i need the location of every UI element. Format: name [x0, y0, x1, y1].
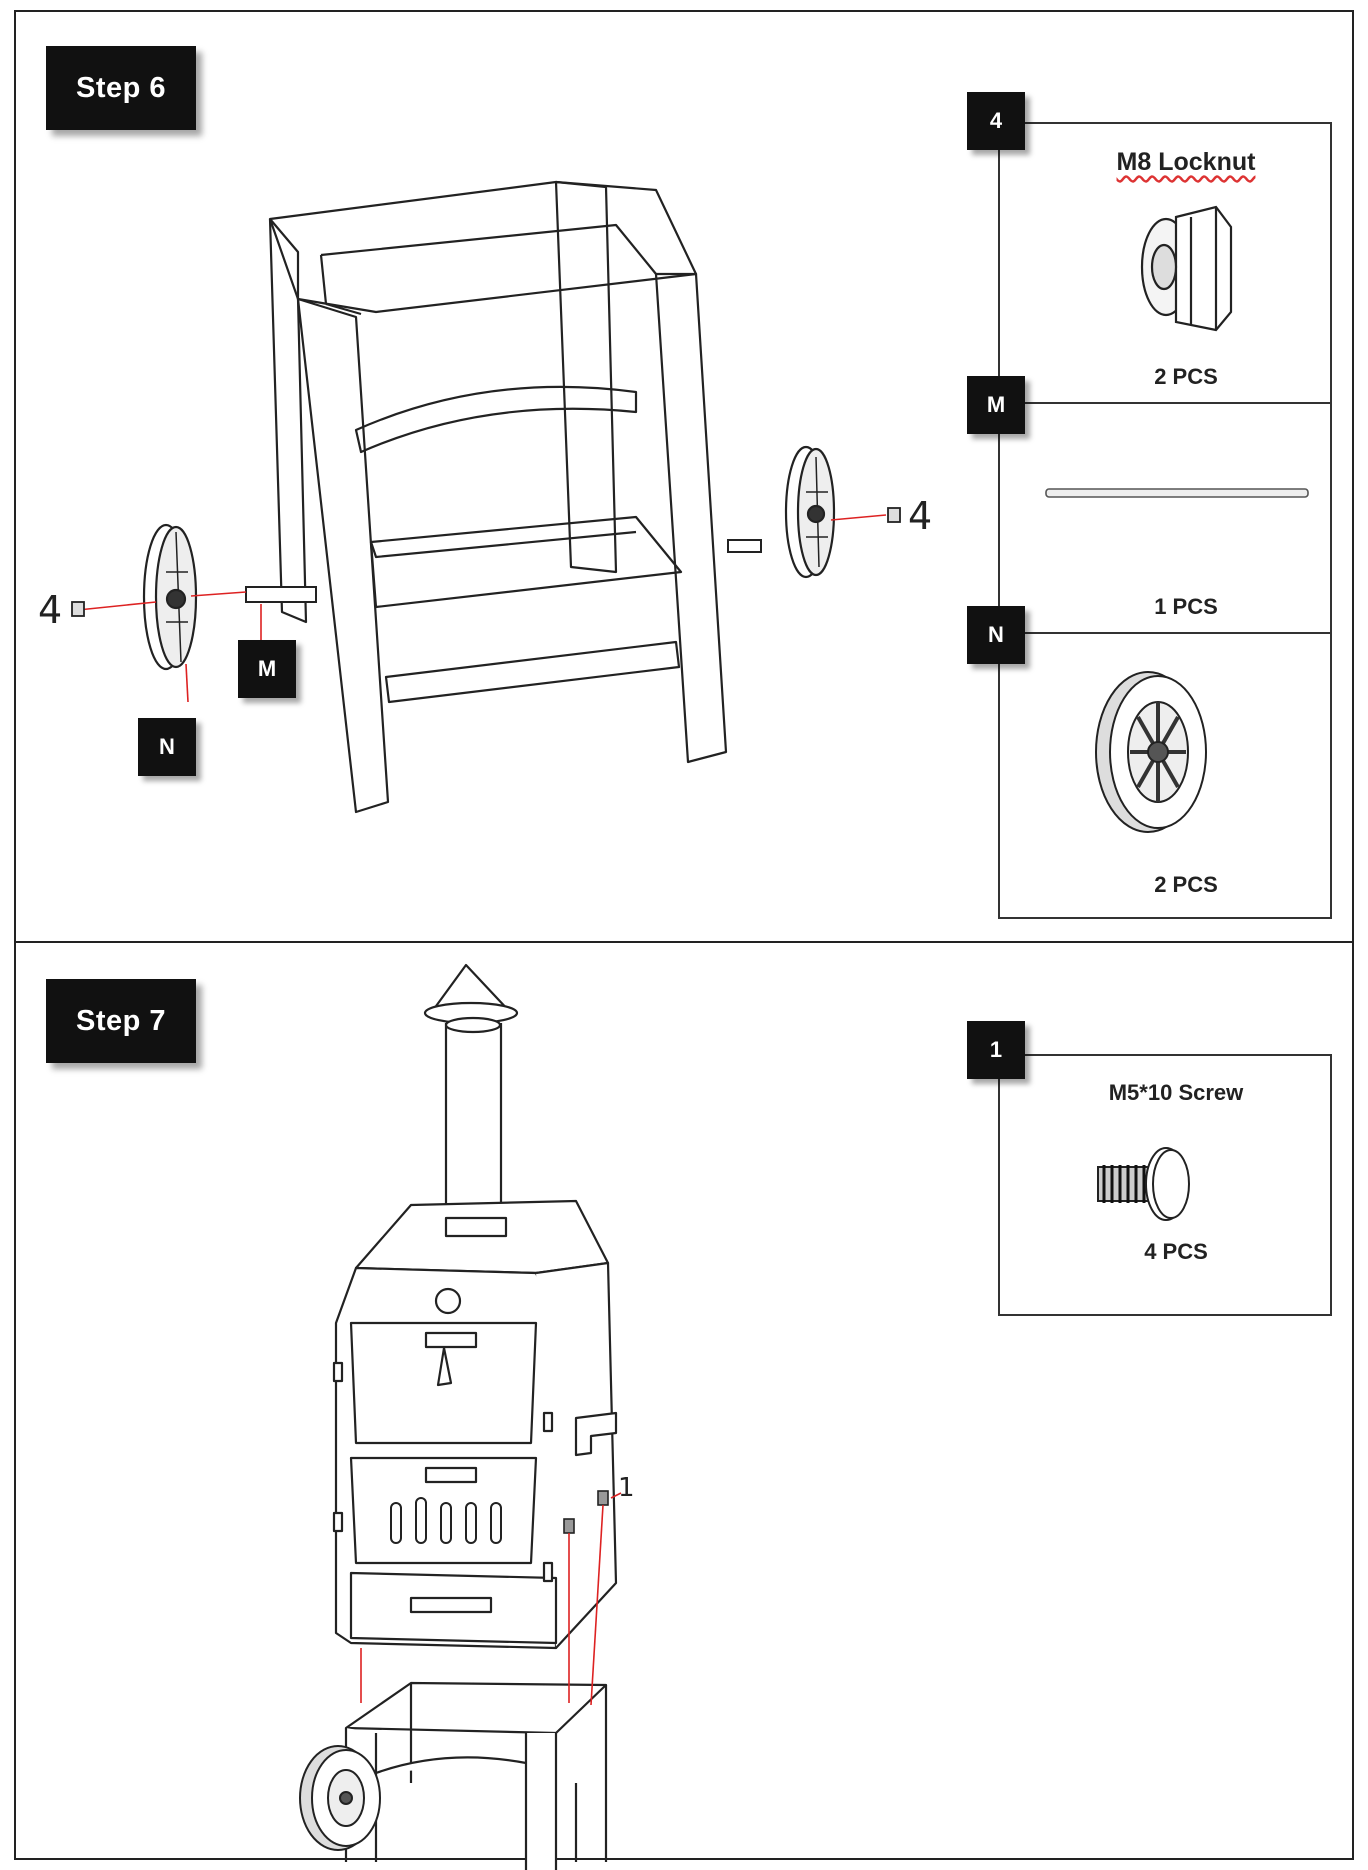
part-tag-n: N: [967, 606, 1025, 664]
wheel-label: N: [138, 718, 196, 776]
part-qty-locknut: 2 PCS: [1154, 364, 1218, 389]
pizza-oven-assembly-drawing: [299, 963, 622, 1870]
axle-label: M: [238, 640, 296, 698]
left-nut-callout: 4: [38, 588, 63, 632]
part-qty-wheel: 2 PCS: [1154, 872, 1218, 897]
step-7-panel: Step 7: [14, 941, 1354, 1870]
part-tag-4: 4: [967, 92, 1025, 150]
part-name-screw: M5*10 Screw: [1108, 1080, 1244, 1105]
wheel-icon: [1095, 671, 1207, 833]
right-wheel-drawing: [784, 445, 836, 579]
step-7-badge: Step 7: [46, 979, 196, 1063]
step-6-badge: Step 6: [46, 46, 196, 130]
part-qty-axle: 1 PCS: [1154, 594, 1218, 619]
screw-callout: 1: [618, 1473, 635, 1503]
parts-list-step-7: [998, 1054, 1332, 1316]
step-6-panel: Step 6: [14, 10, 1354, 943]
part-tag-m: M: [967, 376, 1025, 434]
parts-list-step-6: [998, 122, 1332, 919]
left-wheel-drawing: [142, 523, 198, 671]
screw-icon: [1097, 1147, 1190, 1221]
axle-rod-icon: [1045, 488, 1309, 498]
part-tag-1: 1: [967, 1021, 1025, 1079]
part-name-locknut: M8 Locknut: [1116, 148, 1256, 176]
right-nut-callout: 4: [908, 494, 933, 538]
part-qty-screw: 4 PCS: [1144, 1239, 1208, 1264]
cart-frame-assembly-drawing: [71, 180, 901, 814]
locknut-icon: [1140, 205, 1233, 332]
